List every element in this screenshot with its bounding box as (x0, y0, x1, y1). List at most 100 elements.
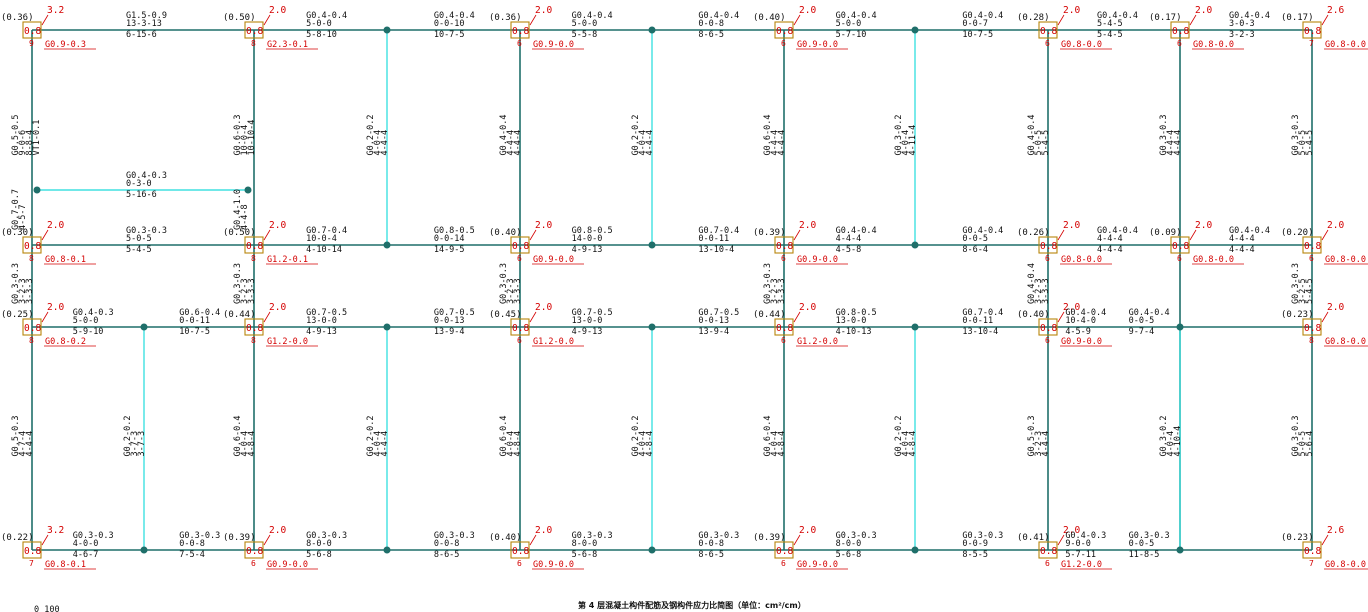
beam-bottom-rebar: 5-4-5 (1097, 30, 1123, 40)
column-stirrup: G0.8-0.0 (1325, 40, 1366, 50)
column-stress-ratio: (0.30) (1, 228, 34, 238)
column (1170, 14, 1244, 50)
column-axial-ratio: 0.8 (776, 546, 793, 557)
vertical-beam-rebar-label: 3-2-3 (18, 278, 28, 304)
column-corner-rebar: 2.0 (799, 220, 816, 231)
beam-bottom-rebar: 4-10-13 (836, 327, 872, 337)
beam-top-rebar: 0-0-5 (962, 234, 988, 244)
column-outline (1302, 318, 1322, 336)
column-side-rebar: 6 (781, 336, 786, 345)
column-outline (1038, 21, 1058, 39)
column-outline (510, 236, 530, 254)
column-corner-rebar: 2.0 (1063, 5, 1080, 16)
beam-top-rebar: 5-0-0 (73, 316, 99, 326)
column-axial-ratio: 0.8 (246, 546, 263, 557)
beam-top-rebar: 0-0-14 (434, 234, 465, 244)
beam-bottom-rebar: 8-6-5 (698, 550, 724, 560)
column-outline (774, 236, 794, 254)
column-corner-rebar: 2.0 (1063, 220, 1080, 231)
beam-rebar-label: G0.4-0.4 (1229, 226, 1270, 236)
vertical-beam-rebar-label: G0.2-0.2 (631, 115, 641, 156)
column-axial-ratio: 0.8 (1040, 26, 1057, 37)
leader-line (1321, 14, 1329, 26)
vertical-beam-rebar-label: 4-4-4 (506, 130, 516, 156)
vertical-beam-rebar-label: 3-3-3 (513, 278, 523, 304)
beam-top-rebar: 9-0-0 (1065, 539, 1091, 549)
column-axial-ratio: 0.8 (24, 26, 41, 37)
column-axial-ratio: 0.8 (512, 241, 529, 252)
beam-bottom-rebar: 3-2-3 (1229, 30, 1255, 40)
beam-node (648, 546, 656, 554)
column-axial-ratio: 0.8 (1172, 26, 1189, 37)
vertical-beam-rebar-label: G0.3-0.3 (11, 263, 21, 304)
column (774, 14, 848, 50)
column-stress-ratio: (0.50) (223, 228, 256, 238)
column-axial-ratio: 0.8 (512, 323, 529, 334)
beam-top-rebar: 8-0-0 (572, 539, 598, 549)
column-corner-rebar: 2.0 (799, 525, 816, 536)
column-axial-ratio: 0.8 (24, 546, 41, 557)
column (244, 311, 318, 347)
vertical-beam-rebar-label: 3-3-3 (777, 278, 787, 304)
column-stirrup: G0.9-0.0 (267, 560, 308, 570)
beam-node (648, 241, 656, 249)
vertical-beam-rebar-label: G0.3-0.3 (1291, 115, 1301, 156)
beam-node (33, 186, 41, 194)
vertical-beam-rebar-label: G0.5-0.3 (1027, 416, 1037, 457)
beam-bottom-rebar: 13-9-4 (698, 327, 729, 337)
column-corner-rebar: 2.0 (269, 302, 286, 313)
column-stress-ratio: (0.22) (1, 533, 34, 543)
column-stirrup: G0.8-0.0 (1325, 337, 1366, 347)
vertical-beam-rebar-label: 4-0-4 (638, 431, 648, 457)
vertical-beam-rebar-label: 4-0-4 (373, 431, 383, 457)
column-corner-rebar: 3.2 (47, 525, 64, 536)
column-axial-ratio: 0.8 (1040, 323, 1057, 334)
beam-rebar-label: G0.4-0.3 (126, 171, 167, 181)
drawing-title: 第 4 层混凝土构件配筋及钢构件应力比简图（单位：cm²/cm） (578, 600, 806, 610)
column (510, 311, 584, 347)
vertical-beam-rebar-label: G0.6-0.4 (763, 416, 773, 457)
vertical-beam-rebar-label: G0.7-0.7 (11, 189, 21, 230)
vertical-beam-rebar-label: G0.4-0.4 (1027, 115, 1037, 156)
column-corner-rebar: 2.0 (799, 5, 816, 16)
beam-node (140, 546, 148, 554)
leader-line (41, 311, 49, 323)
column-side-rebar: 8 (29, 254, 34, 263)
column-outline (244, 541, 264, 559)
column-stress-ratio: (0.17) (1149, 13, 1182, 23)
beam-rebar-label: G0.3-0.3 (306, 531, 347, 541)
beam-top-rebar: 8-0-0 (836, 539, 862, 549)
column-side-rebar: 6 (517, 254, 522, 263)
column-side-rebar: 6 (251, 559, 256, 568)
column-corner-rebar: 2.0 (1063, 302, 1080, 313)
vertical-beam-rebar-label: 4-8-4 (777, 431, 787, 457)
column-corner-rebar: 3.2 (47, 5, 64, 16)
beam-top-rebar: 0-3-0 (126, 179, 152, 189)
vertical-beam-rebar-label: 3-2-3 (770, 278, 780, 304)
beam-node (383, 241, 391, 249)
column-stirrup: G1.2-0.0 (267, 337, 308, 347)
column (774, 534, 848, 570)
beam-top-rebar: 0-0-8 (698, 539, 724, 549)
column-stress-ratio: (0.17) (1281, 13, 1314, 23)
beam-top-rebar: 13-0-0 (572, 316, 603, 326)
column-corner-rebar: 2.0 (1063, 525, 1080, 536)
column-axial-ratio: 0.8 (776, 26, 793, 37)
leader-line (263, 311, 271, 323)
column-stirrup: G0.9-0.0 (1061, 337, 1102, 347)
beam-node (383, 323, 391, 331)
column-corner-rebar: 2.0 (1327, 302, 1344, 313)
vertical-beam-rebar-label: 4-0-4 (901, 431, 911, 457)
column-outline (1038, 318, 1058, 336)
beam-grid (31, 26, 1313, 554)
vertical-beam-rebar-label: 4-4-4 (513, 130, 523, 156)
leader-line (1057, 229, 1065, 241)
column-stirrup: G0.9-0.3 (45, 40, 86, 50)
beam-top-rebar: 0-0-13 (434, 316, 465, 326)
column-stirrup: G0.8-0.0 (1061, 255, 1102, 265)
beam-top-rebar: 0-0-11 (962, 316, 993, 326)
vertical-beam-rebar-label: G0.2-0.2 (894, 416, 904, 457)
column-stress-ratio: (0.09) (1149, 228, 1182, 238)
beam-rebar-label: G0.3-0.3 (962, 531, 1003, 541)
leader-line (529, 14, 537, 26)
